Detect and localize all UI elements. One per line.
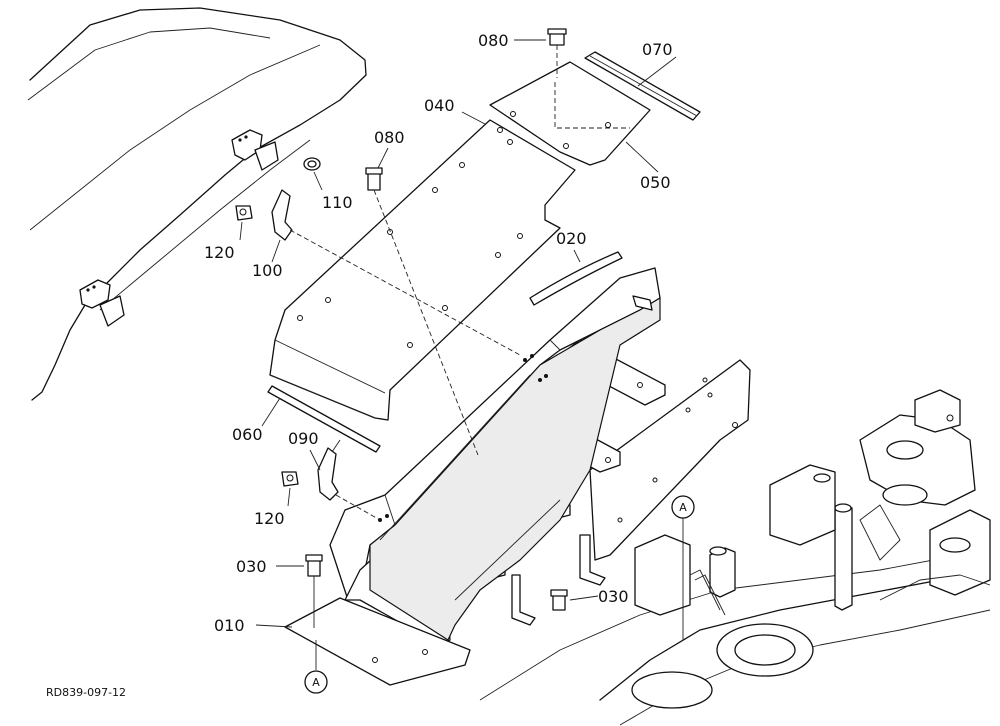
part-050-plate[interactable] <box>489 61 651 166</box>
label-080-mid[interactable]: 080 <box>374 128 405 147</box>
label-050[interactable]: 050 <box>640 173 671 192</box>
part-010-plate[interactable] <box>284 597 471 686</box>
label-120-lower[interactable]: 120 <box>254 509 285 528</box>
part-070-seal[interactable] <box>584 51 701 121</box>
main-frame <box>329 267 751 646</box>
label-120-upper[interactable]: 120 <box>204 243 235 262</box>
machine-base <box>479 389 991 726</box>
ref-circle-a-right: A <box>671 495 695 519</box>
label-100[interactable]: 100 <box>252 261 283 280</box>
canopy-outline <box>27 7 367 401</box>
part-020-strip[interactable] <box>529 251 623 306</box>
part-060-seal[interactable] <box>267 385 381 453</box>
leader-lines <box>239 39 684 670</box>
bracket-100[interactable] <box>271 189 521 356</box>
bolt-030-left[interactable] <box>305 554 323 628</box>
label-010[interactable]: 010 <box>214 616 245 635</box>
label-030-left[interactable]: 030 <box>236 557 267 576</box>
bolt-080-mid[interactable] <box>365 167 479 456</box>
label-040[interactable]: 040 <box>424 96 455 115</box>
label-060[interactable]: 060 <box>232 425 263 444</box>
label-030-right[interactable]: 030 <box>598 587 629 606</box>
label-020[interactable]: 020 <box>556 229 587 248</box>
nut-120-lower[interactable] <box>281 471 299 487</box>
ref-circle-a-left: A <box>304 670 328 694</box>
label-070[interactable]: 070 <box>642 40 673 59</box>
bolt-080-top[interactable] <box>547 28 567 78</box>
bolt-030-right[interactable] <box>550 589 568 611</box>
bracket-090[interactable] <box>317 439 381 521</box>
ref-a-left-text: A <box>312 676 320 689</box>
label-110[interactable]: 110 <box>322 193 353 212</box>
part-040-cover[interactable] <box>269 119 576 421</box>
clip-110[interactable] <box>303 157 321 171</box>
label-090[interactable]: 090 <box>288 429 319 448</box>
drawing-code: RD839-097-12 <box>46 686 126 699</box>
part-labels: 080 070 050 040 080 110 120 100 020 060 … <box>204 31 673 635</box>
ref-a-right-text: A <box>679 501 687 514</box>
label-080-top[interactable]: 080 <box>478 31 509 50</box>
nut-120-upper[interactable] <box>235 205 253 221</box>
